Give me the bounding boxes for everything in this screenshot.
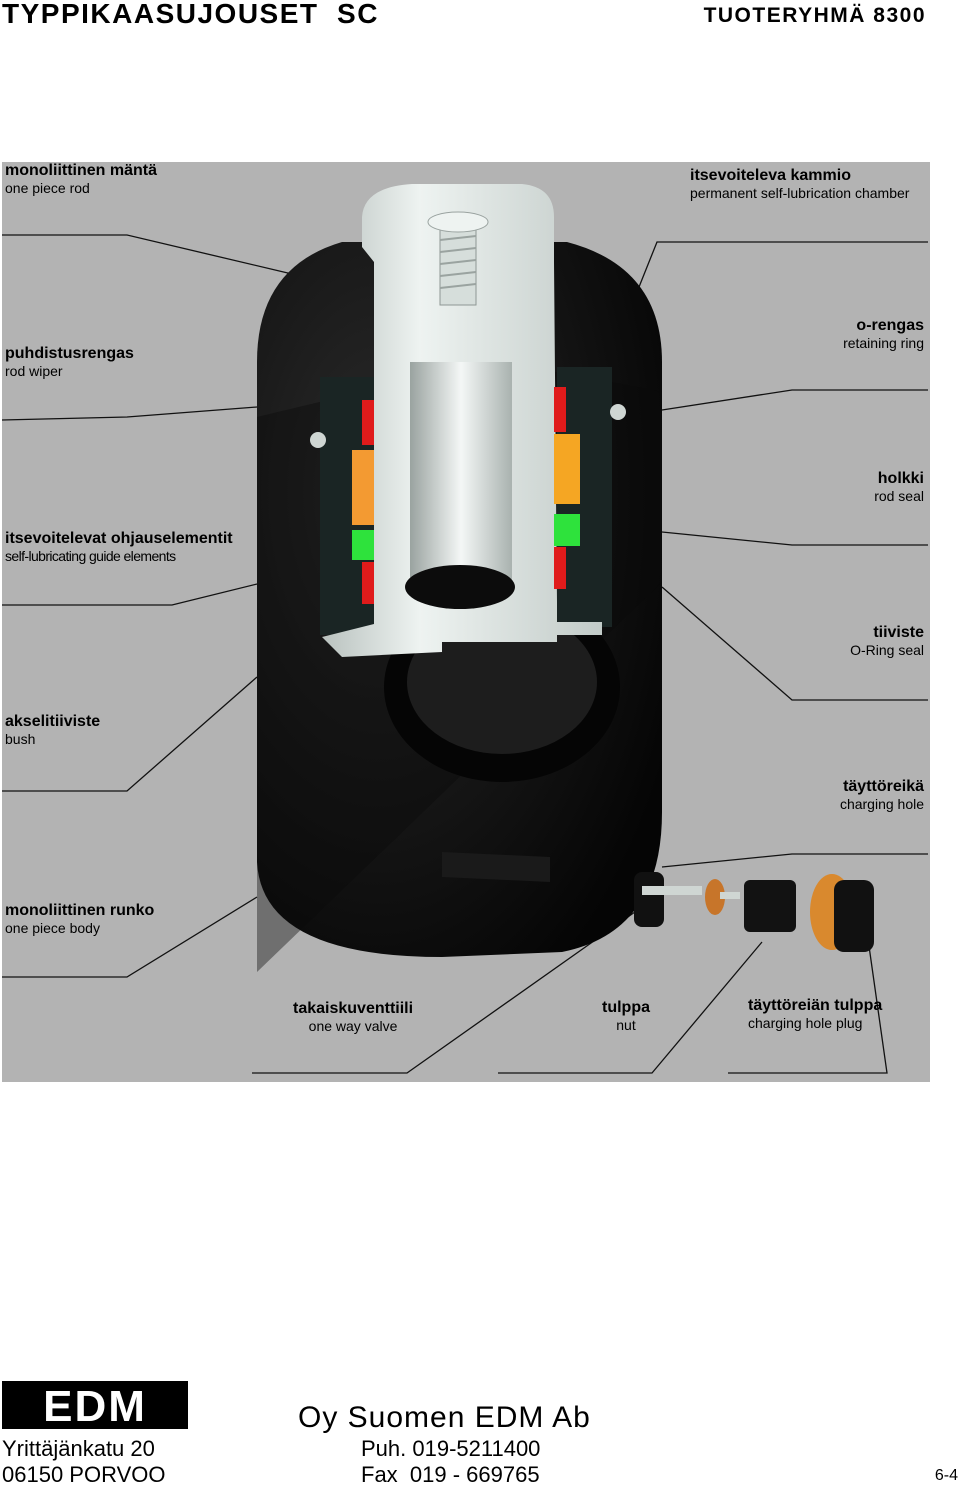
label-en: self-lubricating guide elements [5, 548, 176, 565]
label-fi: akselitiiviste [5, 713, 101, 730]
label-en: permanent self-lubrication chamber [690, 185, 910, 202]
label-en: bush [5, 731, 36, 748]
fax-number: Fax 019 - 669765 [361, 1462, 540, 1487]
seal-elements [352, 387, 580, 604]
phone-number: Puh. 019-5211400 [361, 1436, 541, 1461]
label-en: charging hole plug [748, 1015, 863, 1032]
label-en: one piece body [5, 920, 100, 937]
label-fi: tulppa [602, 999, 650, 1016]
label-o-ring-seal: tiiviste O-Ring seal [850, 624, 924, 658]
label-rod-seal: holkki rod seal [874, 470, 924, 504]
label-fi: takaiskuventtiili [293, 1000, 414, 1017]
document-title: TYPPIKAASUJOUSET SC [2, 0, 379, 29]
label-one-piece-rod: monoliittinen mäntä one piece rod [5, 162, 157, 196]
label-fi: monoliittinen mäntä [5, 162, 157, 179]
logo-text: EDM [43, 1382, 147, 1429]
label-en: one piece rod [5, 180, 90, 197]
label-fi: monoliittinen runko [5, 902, 155, 919]
label-charging-hole: täyttöreikä charging hole [840, 778, 924, 812]
street-address: Yrittäjänkatu 20 [2, 1436, 155, 1461]
label-en: retaining ring [843, 335, 924, 352]
label-fi: o-rengas [856, 317, 924, 334]
label-en: charging hole [839, 796, 924, 813]
gas-spring-cutaway-figure: monoliittinen mäntä one piece rod itsevo… [2, 162, 930, 1082]
label-charging-hole-plug: täyttöreiän tulppa charging hole plug [748, 997, 882, 1031]
label-nut: tulppa nut [602, 999, 650, 1033]
label-retaining-ring: o-rengas retaining ring [843, 317, 924, 351]
edm-logo: EDM [2, 1381, 188, 1429]
label-self-lubrication-chamber: itsevoiteleva kammio permanent self-lubr… [690, 167, 909, 201]
nut-part [744, 880, 796, 932]
label-en: rod seal [874, 488, 924, 505]
leader-lines [2, 234, 928, 1074]
label-guide-elements: itsevoitelevat ohjauselementit self-lubr… [5, 530, 233, 564]
label-one-way-valve: takaiskuventtiili one way valve [293, 1000, 413, 1034]
label-en: O-Ring seal [850, 642, 924, 659]
label-fi: täyttöreiän tulppa [748, 997, 883, 1014]
company-name: Oy Suomen EDM Ab [298, 1401, 591, 1434]
label-fi: tiiviste [873, 624, 924, 641]
label-fi: täyttöreikä [843, 778, 924, 795]
product-group: TUOTERYHMÄ 8300 [703, 4, 926, 27]
label-fi: holkki [877, 470, 924, 487]
label-en: rod wiper [5, 363, 63, 380]
page-number: 6-4 [934, 1467, 958, 1484]
label-en: one way valve [308, 1018, 398, 1035]
label-one-piece-body: monoliittinen runko one piece body [5, 902, 154, 936]
label-fi: itsevoitelevat ohjauselementit [5, 530, 233, 547]
cutaway-illustration [2, 184, 928, 1074]
label-bush: akselitiiviste bush [5, 713, 100, 747]
label-fi: puhdistusrengas [5, 345, 134, 362]
label-fi: itsevoiteleva kammio [690, 167, 851, 184]
label-en: nut [616, 1017, 636, 1034]
postal-address: 06150 PORVOO [2, 1462, 166, 1487]
label-rod-wiper: puhdistusrengas rod wiper [5, 345, 134, 379]
